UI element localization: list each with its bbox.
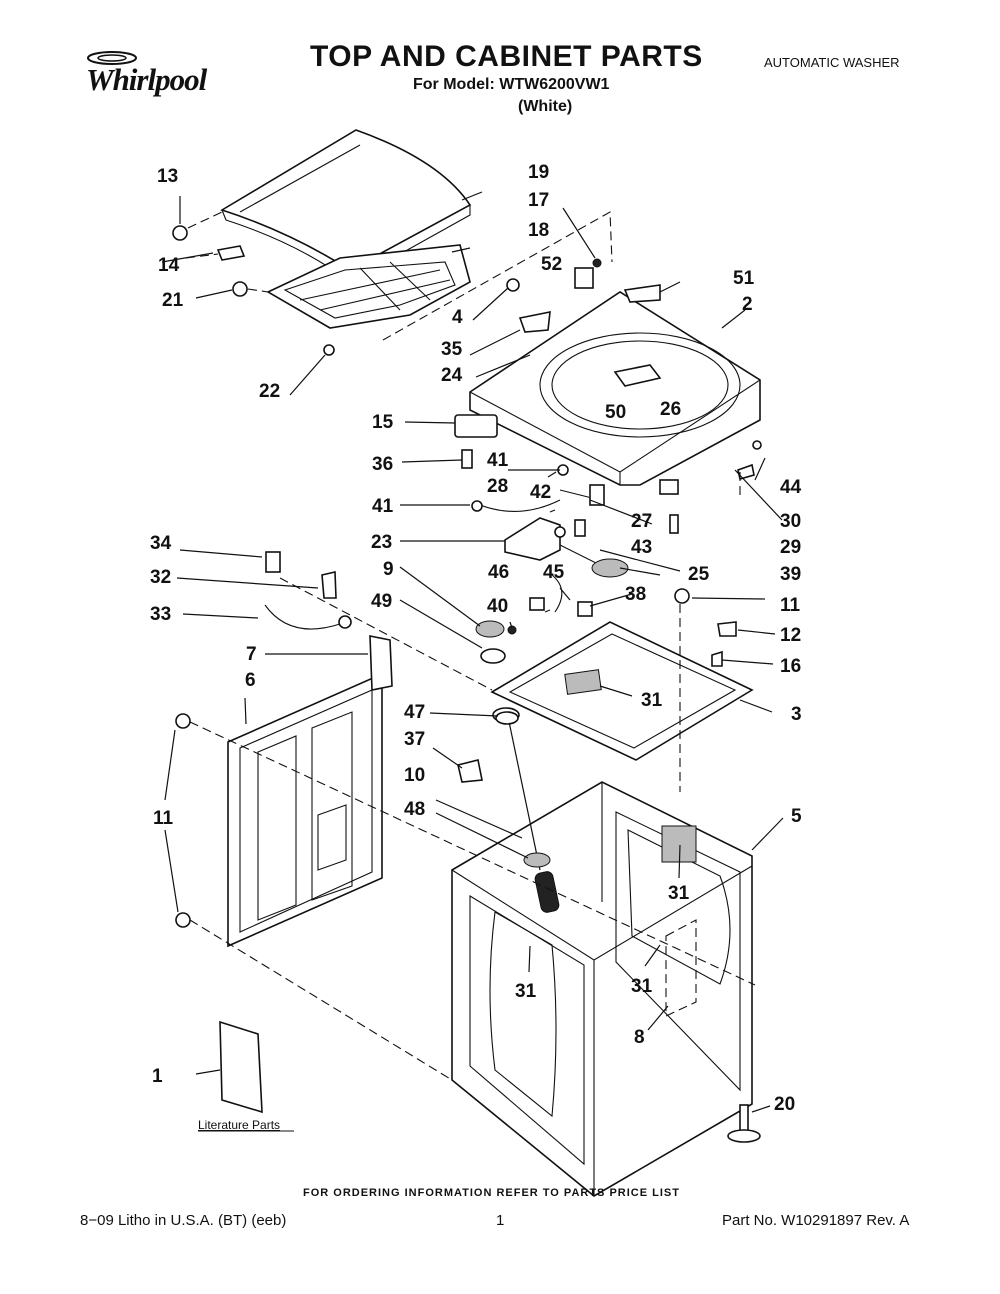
cabinet-part	[451, 781, 753, 1197]
screw-part-21	[232, 281, 248, 297]
ordering-note: FOR ORDERING INFORMATION REFER TO PARTS …	[303, 1187, 680, 1199]
screw-part-4	[506, 278, 520, 292]
callout: 35	[441, 339, 463, 360]
callout: 49	[371, 591, 392, 612]
callout: 30	[780, 511, 801, 532]
hinge-part-15	[454, 414, 498, 438]
top-frame-part	[490, 621, 754, 761]
washer-top-part	[469, 291, 761, 486]
part-number: Part No. W10291897 Rev. A	[722, 1212, 910, 1229]
callout: 31	[631, 976, 653, 997]
brand-logo: Whirlpool	[86, 62, 207, 97]
screw-part-36	[461, 449, 473, 469]
callout: 45	[543, 562, 565, 583]
grommet-part-48	[523, 852, 551, 868]
lid-liner-part	[266, 244, 471, 329]
callout: 11	[780, 595, 801, 616]
callout: 16	[780, 656, 801, 677]
callout: 41	[372, 496, 394, 517]
callout: 18	[528, 220, 549, 241]
callout: 42	[530, 482, 551, 503]
screw-part-11b	[175, 912, 191, 928]
rod-part-10	[506, 711, 541, 871]
callout: 1	[152, 1066, 163, 1087]
callout: 39	[780, 564, 801, 585]
hinge-pin-part-14	[216, 245, 246, 261]
bumper-part-22	[323, 344, 335, 356]
small-fasteners	[264, 440, 762, 667]
callout: 6	[245, 670, 256, 691]
litho-info: 8−09 Litho in U.S.A. (BT) (eeb)	[80, 1212, 287, 1229]
callout: 19	[528, 162, 549, 183]
callout: 29	[780, 537, 801, 558]
callout: 3	[791, 704, 802, 725]
model-number: For Model: WTW6200VW1	[413, 76, 610, 93]
callout: 28	[487, 476, 508, 497]
callout: 38	[625, 584, 646, 605]
pad-part-51	[623, 284, 661, 303]
callout: 25	[688, 564, 710, 585]
callout: 23	[371, 532, 392, 553]
page-number: 1	[496, 1212, 505, 1229]
callout: 50	[605, 402, 626, 423]
callout: 31	[515, 981, 537, 1002]
pad-part-47	[495, 711, 519, 725]
callout: 24	[441, 365, 463, 386]
callout: 51	[733, 268, 755, 289]
callout: 32	[150, 567, 171, 588]
bumper-part-17	[592, 258, 602, 268]
callout: 47	[404, 702, 425, 723]
callout: 36	[372, 454, 393, 475]
clip-part-37	[457, 759, 483, 783]
callout: 17	[528, 190, 549, 211]
callout: 21	[162, 290, 184, 311]
callout: 7	[246, 644, 257, 665]
callout: 10	[404, 765, 425, 786]
callout: 48	[404, 799, 425, 820]
callout: 43	[631, 537, 652, 558]
callout: 5	[791, 806, 802, 827]
callout: 41	[487, 450, 509, 471]
callout: 40	[487, 596, 508, 617]
callout: 12	[780, 625, 801, 646]
rear-panel-part	[227, 635, 393, 948]
machine-type: AUTOMATIC WASHER	[764, 55, 900, 70]
literature-parts-label: Literature Parts	[198, 1118, 280, 1132]
pad-part-24	[518, 311, 551, 333]
callout: 52	[541, 254, 562, 275]
callout: 37	[404, 729, 425, 750]
callout: 4	[452, 307, 463, 328]
callout: 34	[150, 533, 172, 554]
label-part-52	[574, 267, 594, 289]
callout: 22	[259, 381, 280, 402]
callout: 2	[742, 294, 753, 315]
literature-parts	[219, 1020, 263, 1114]
callout: 14	[158, 255, 180, 276]
callout: 8	[634, 1027, 645, 1048]
leveling-leg-part	[727, 1104, 761, 1143]
callout: 26	[660, 399, 681, 420]
model-color: (White)	[518, 98, 573, 115]
screw-part-11a	[175, 713, 191, 729]
callout: 44	[780, 477, 802, 498]
callout: 15	[372, 412, 394, 433]
callout: 31	[668, 883, 690, 904]
callout: 11	[153, 808, 174, 829]
callout: 33	[150, 604, 171, 625]
screw-part-13	[172, 225, 188, 241]
callout: 20	[774, 1094, 795, 1115]
callout: 46	[488, 562, 509, 583]
callout: 9	[383, 559, 394, 580]
page-title: TOP AND CABINET PARTS	[310, 40, 703, 73]
spring-part	[534, 871, 560, 913]
whirlpool-logo-swoosh-icon	[87, 51, 137, 65]
callout: 27	[631, 511, 652, 532]
lid-switch-part	[471, 464, 679, 578]
callout: 13	[157, 166, 178, 187]
callout: 31	[641, 690, 663, 711]
